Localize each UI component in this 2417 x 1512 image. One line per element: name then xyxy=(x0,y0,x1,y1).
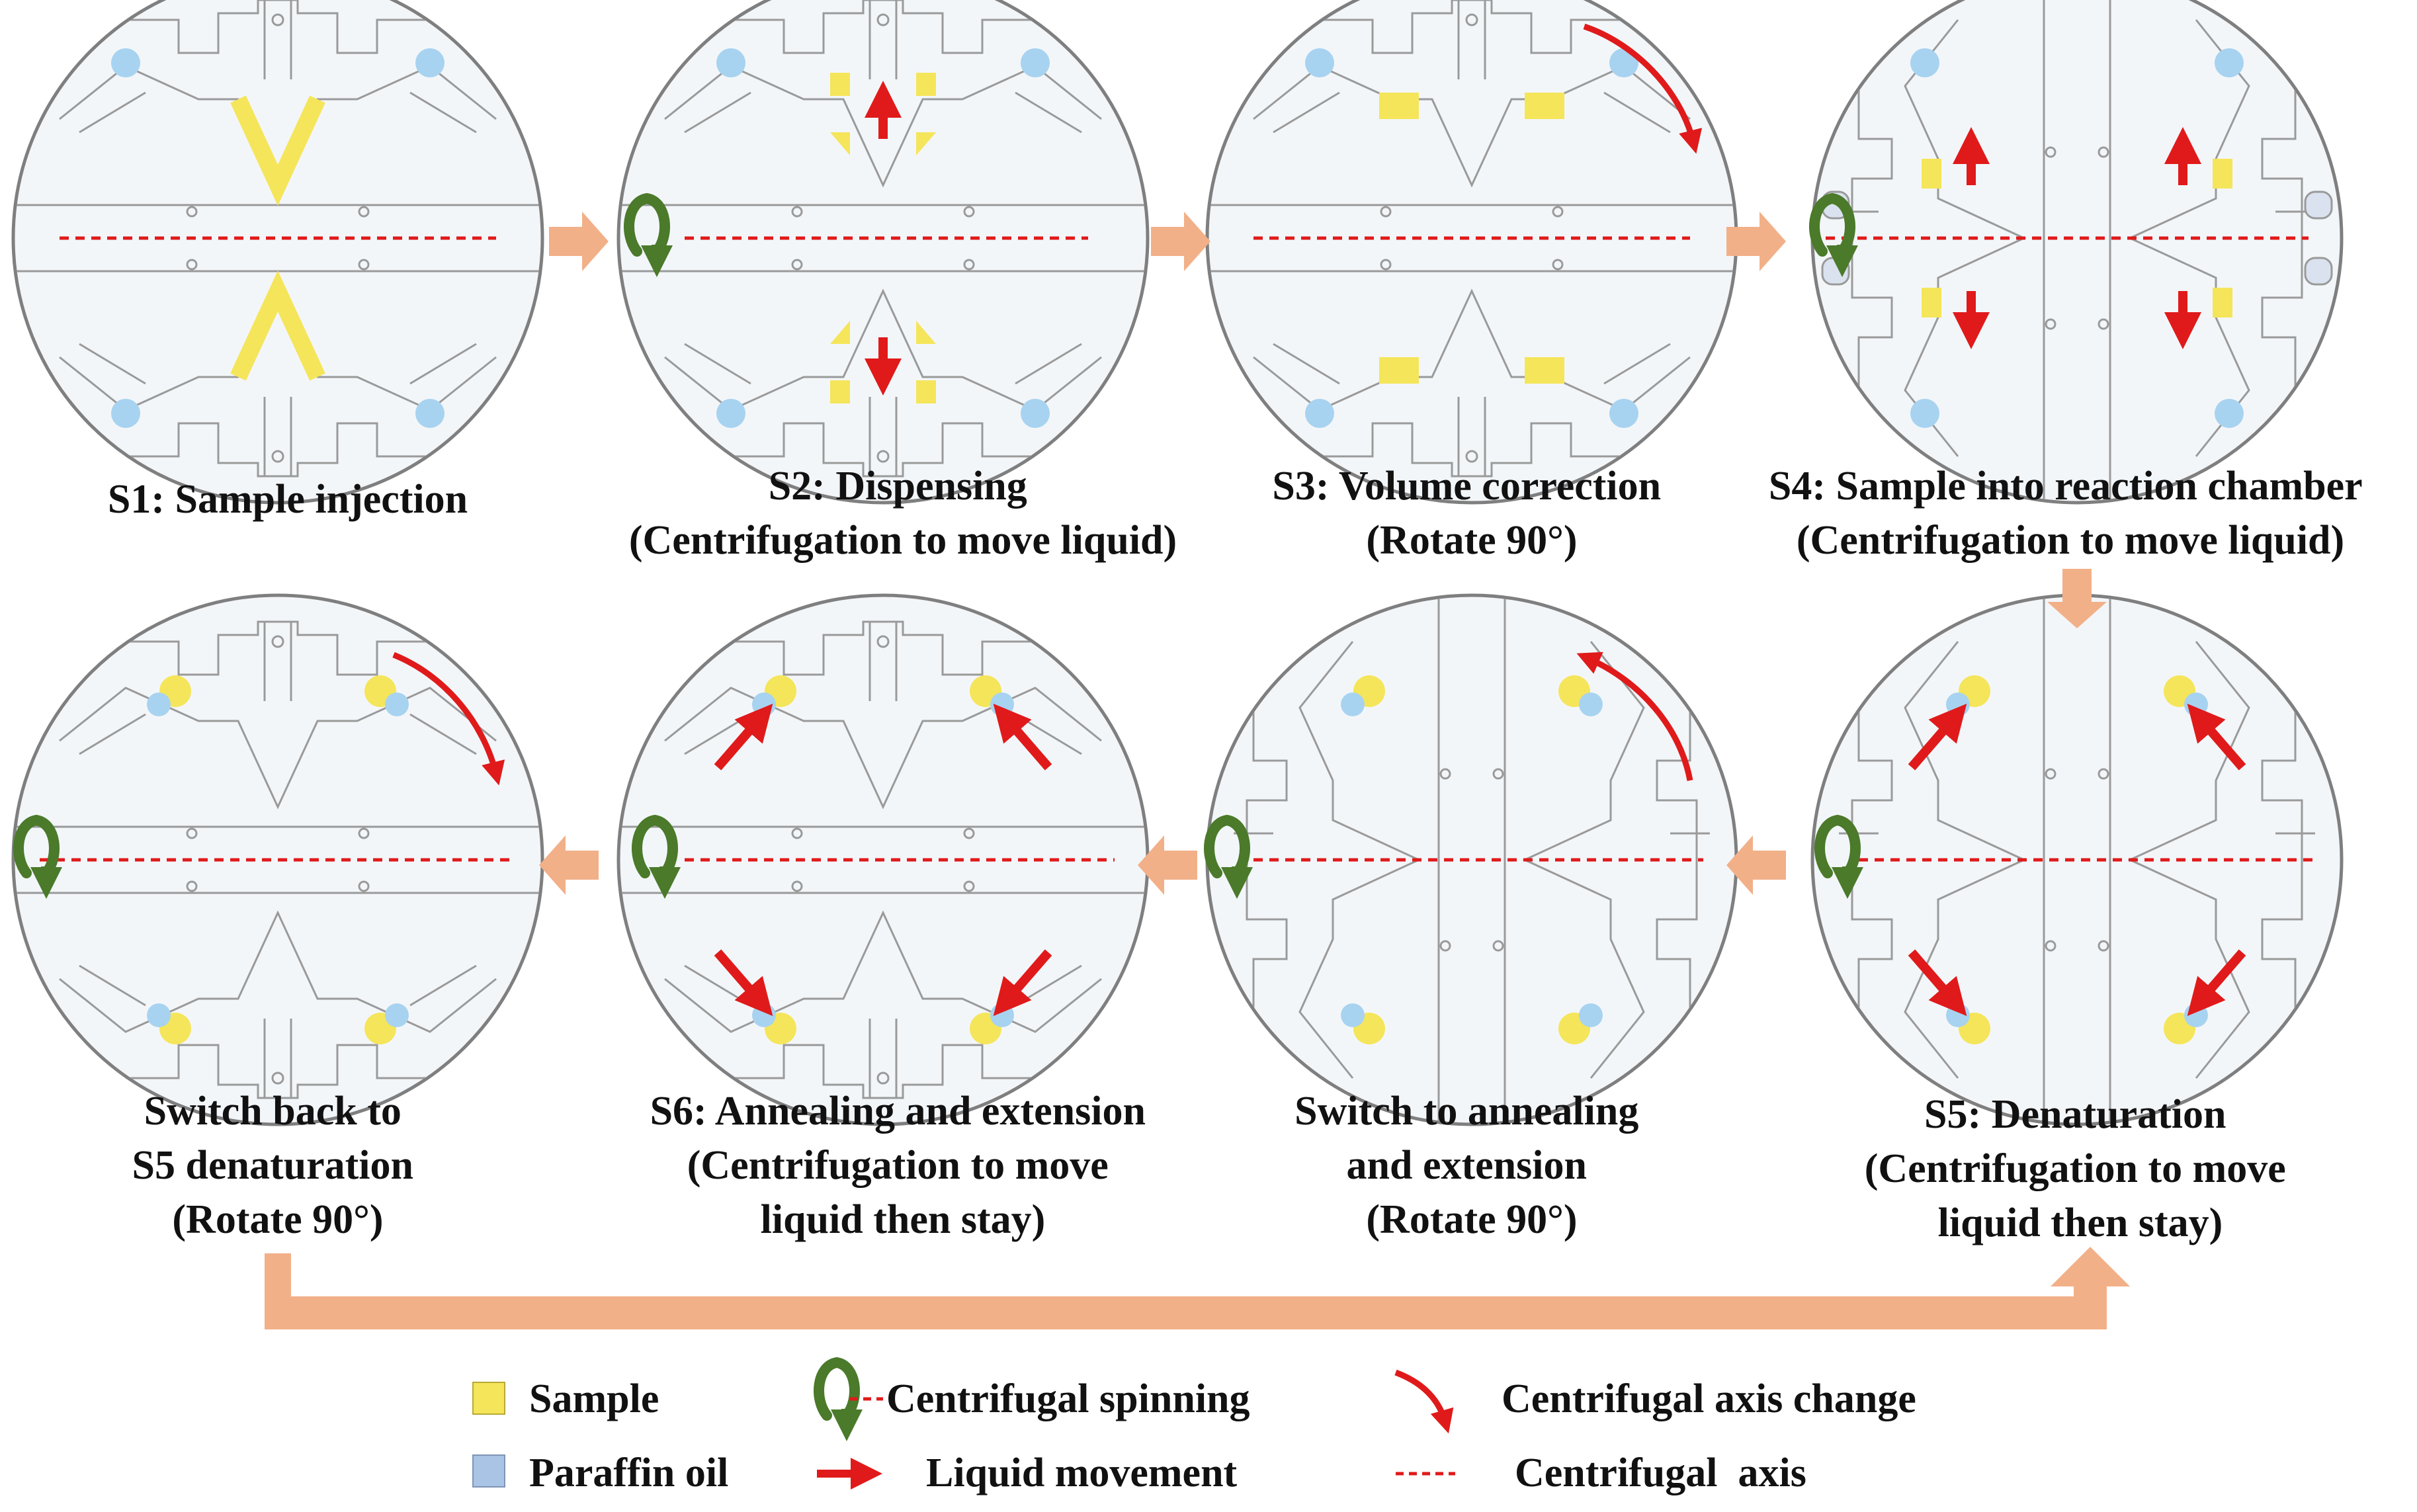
legend-paraffin-label: Paraffin oil xyxy=(529,1450,728,1495)
legend-axis-change-label: Centrifugal axis change xyxy=(1502,1376,1916,1421)
caption-s4: S4: Sample into reaction chamber (Centri… xyxy=(1769,464,2372,563)
legend-axis-change-icon xyxy=(1394,1369,1454,1434)
disc-s1 xyxy=(13,0,542,503)
legend-paraffin-swatch xyxy=(472,1454,505,1488)
disc-s6 xyxy=(618,595,1148,1124)
disc-s2 xyxy=(618,0,1148,503)
legend-spin-icon xyxy=(819,1363,855,1425)
axis-change-arrow-switch-back xyxy=(392,651,505,786)
sample-fill-s1 xyxy=(230,95,325,381)
caption-switch-back: Switch back to S5 denaturation (Rotate 9… xyxy=(132,1089,424,1242)
flow-arrow-s2-s3 xyxy=(1151,212,1210,271)
disc-s3 xyxy=(1207,0,1736,503)
flow-arrow-s6-back xyxy=(539,835,599,895)
axis-change-arrow-s3 xyxy=(1583,23,1703,154)
axis-change-arrow-switch-anneal xyxy=(1576,651,1693,781)
caption-s3: S3: Volume correction (Rotate 90°) xyxy=(1272,464,1671,563)
disc-s5 xyxy=(1812,595,2342,1124)
caption-s6: S6: Annealing and extension (Centrifugat… xyxy=(650,1089,1156,1242)
legend-sample-label: Sample xyxy=(529,1376,659,1421)
legend-spin-label: Centrifugal spinning xyxy=(886,1376,1250,1421)
caption-s5: S5: Denaturation (Centrifugation to move… xyxy=(1865,1092,2297,1245)
disc-s4 xyxy=(1812,0,2342,503)
legend-sample-swatch xyxy=(472,1382,505,1415)
caption-s2: S2: Dispensing (Centrifugation to move l… xyxy=(629,464,1177,563)
flow-arrow-s1-s2 xyxy=(549,212,609,271)
disc-switch-anneal xyxy=(1207,595,1736,1124)
legend-axis-label: Centrifugal axis xyxy=(1515,1450,1806,1495)
disc-switch-back xyxy=(13,595,542,1124)
legend-liquid-label: Liquid movement xyxy=(926,1450,1238,1495)
legend: Sample Paraffin oil Centrifugal spinning… xyxy=(472,1363,1916,1495)
caption-switch-anneal: Switch to annealing and extension (Rotat… xyxy=(1294,1089,1649,1242)
caption-s1: S1: Sample injection xyxy=(108,477,468,522)
loop-back-arrow xyxy=(265,1247,2130,1329)
